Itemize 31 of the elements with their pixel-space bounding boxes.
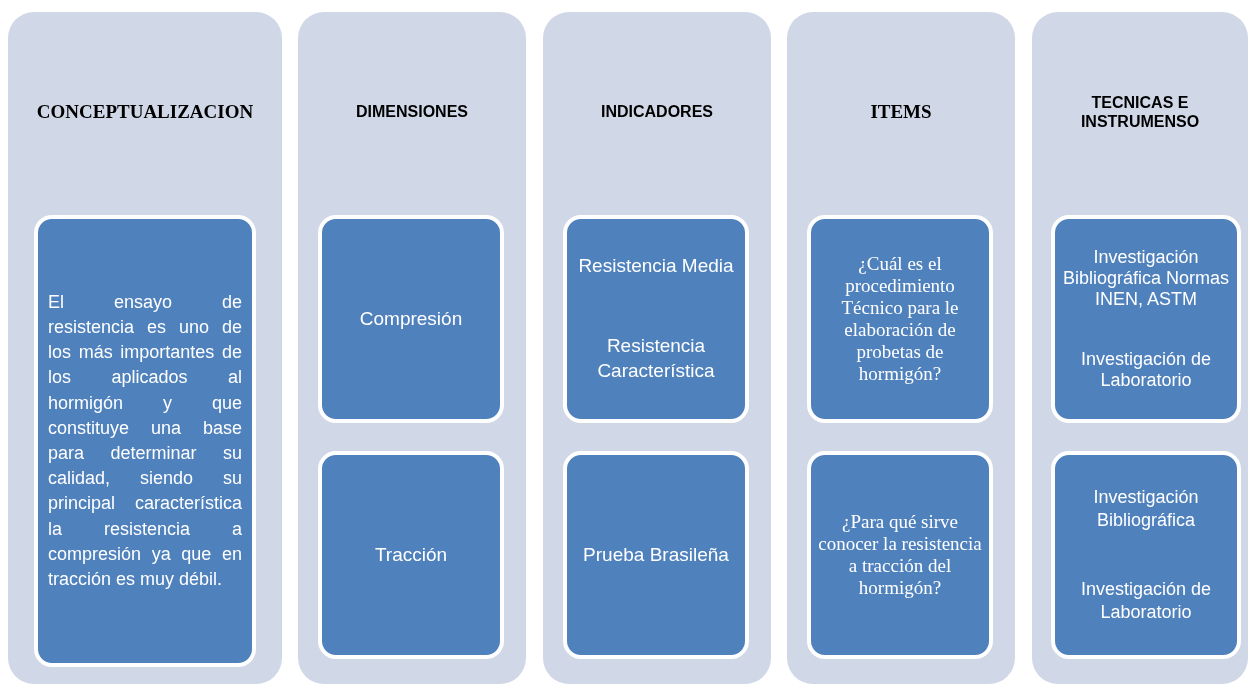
box-text: Tracción (374, 542, 448, 567)
column-panel (298, 12, 526, 684)
box-text: Investigación de Laboratorio (1079, 577, 1213, 624)
content-box (563, 451, 749, 659)
column-heading: DIMENSIONES (356, 102, 468, 122)
column-panel (787, 12, 1015, 684)
content-box (563, 215, 749, 423)
column-panel (1032, 12, 1248, 684)
content-box (34, 215, 256, 667)
content-box (318, 215, 504, 423)
content-box (807, 451, 993, 659)
box-text: Prueba Brasileña (583, 542, 729, 567)
column-heading: CONCEPTUALIZACION (36, 100, 254, 124)
column-heading: INDICADORES (601, 102, 713, 122)
box-text: ¿Cuál es el procedimiento Técnico para le elaboración de probetas de hormigón? (840, 253, 960, 385)
box-text: El ensayo de resistencia es uno de los más importantes de los aplicados al hormigón y que constituye una base para determinar su calidad, siendo su principal característica la resistencia a compresión ya que en tracción es muy débil. (48, 290, 242, 591)
box-text: ¿Para qué sirve conocer la resistencia a tracción del hormigón? (817, 511, 983, 599)
box-text: Investigación de Laboratorio (1079, 349, 1213, 391)
column-panel (543, 12, 771, 684)
content-box (318, 451, 504, 659)
column-heading: ITEMS (870, 100, 932, 124)
box-text: Investigación Bibliográfica (1092, 485, 1200, 532)
column-panel (8, 12, 282, 684)
box-text: Investigación Bibliográfica Normas INEN, ASTM (1061, 247, 1231, 310)
box-text: Resistencia Característica (596, 334, 716, 383)
content-box (1051, 451, 1241, 659)
box-text: Resistencia Media (578, 254, 734, 279)
content-box (807, 215, 993, 423)
box-text: Compresión (359, 306, 463, 331)
content-box (1051, 215, 1241, 423)
column-heading: TECNICAS E INSTRUMENSO (1079, 92, 1201, 132)
